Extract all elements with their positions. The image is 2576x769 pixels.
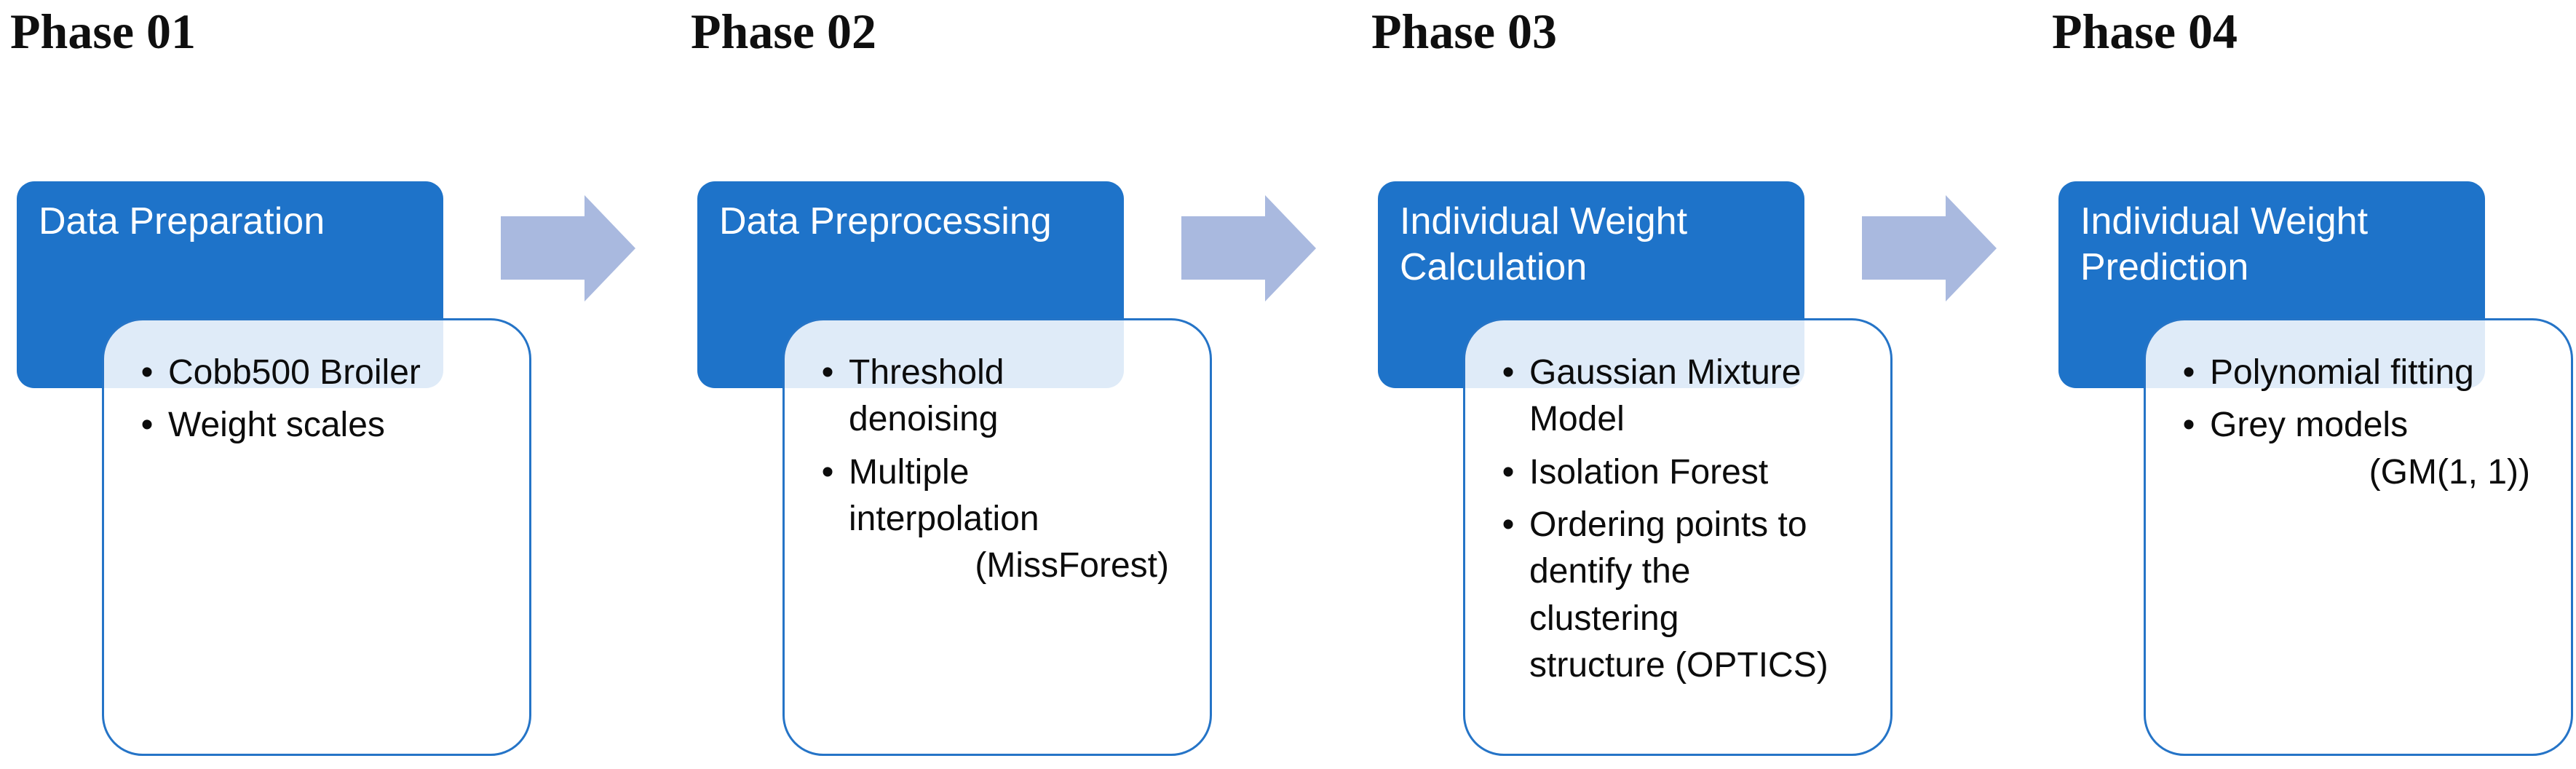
phase-3-label: Phase 03 — [1371, 4, 1557, 59]
phase-4-content-card: • Polynomial fitting • Grey models (GM(1… — [2144, 318, 2573, 756]
phase-2-label: Phase 02 — [691, 4, 876, 59]
list-item: • Polynomial fitting — [2179, 350, 2551, 396]
bullet-icon: • — [1502, 505, 1515, 544]
phase-4-heading: Individual Weight Prediction — [2080, 200, 2369, 289]
phase-3-heading: Individual Weight Calculation — [1400, 200, 1688, 289]
phase-1-bullet-list: • Cobb500 Broiler • Weight scales — [104, 320, 529, 449]
bullet-text: Grey models — [2210, 406, 2409, 445]
bullet-icon: • — [1502, 452, 1515, 492]
phase-2-section: Phase 02 Data Preprocessing • Threshold … — [681, 0, 1361, 769]
phase-4-section: Phase 04 Individual Weight Prediction • … — [2042, 0, 2576, 769]
phase-1-content-card: • Cobb500 Broiler • Weight scales — [102, 318, 531, 756]
bullet-text: Gaussian Mixture Model — [1529, 353, 1802, 439]
phase-2-content-card: • Threshold denoising • Multiple interpo… — [782, 318, 1212, 756]
phase-3-bullet-list: • Gaussian Mixture Model • Isolation For… — [1465, 320, 1890, 689]
bullet-text: Polynomial fitting — [2210, 353, 2474, 392]
phase-2-bullet-list: • Threshold denoising • Multiple interpo… — [785, 320, 1210, 590]
bullet-icon: • — [821, 452, 834, 492]
phase-4-label: Phase 04 — [2052, 4, 2238, 59]
bullet-text: Threshold denoising — [849, 353, 1004, 439]
bullet-text: Weight scales — [168, 406, 385, 445]
bullet-icon: • — [1502, 353, 1515, 392]
bullet-subtext: (GM(1, 1)) — [2369, 452, 2530, 492]
phase-1-section: Phase 01 Data Preparation • Cobb500 Broi… — [0, 0, 681, 769]
phase-1-label: Phase 01 — [10, 4, 196, 59]
right-arrow-icon — [1862, 195, 1997, 301]
bullet-icon: • — [2182, 353, 2195, 392]
bullet-icon: • — [2182, 406, 2195, 445]
phase-2-heading: Data Preprocessing — [719, 200, 1052, 242]
bullet-icon: • — [140, 406, 154, 445]
list-item: • Cobb500 Broiler — [138, 350, 509, 396]
phase-3-title-box: Individual Weight Calculation — [1378, 181, 1804, 388]
list-item: • Grey models (GM(1, 1)) — [2179, 402, 2551, 496]
right-arrow-icon — [1181, 195, 1316, 301]
list-item: • Gaussian Mixture Model — [1499, 350, 1870, 443]
bullet-text: Multiple interpolation — [849, 452, 1039, 538]
list-item: • Isolation Forest — [1499, 449, 1870, 496]
list-item: • Weight scales — [138, 402, 509, 449]
bullet-text: Ordering points to dentify the clusterin… — [1529, 505, 1828, 685]
phase-1-heading: Data Preparation — [39, 200, 325, 242]
bullet-text: Isolation Forest — [1529, 452, 1769, 492]
bullet-icon: • — [140, 353, 154, 392]
phase-3-section: Phase 03 Individual Weight Calculation •… — [1361, 0, 2042, 769]
list-item: • Ordering points to dentify the cluster… — [1499, 502, 1870, 689]
bullet-text: Cobb500 Broiler — [168, 353, 421, 392]
bullet-icon: • — [821, 353, 834, 392]
list-item: • Multiple interpolation (MissForest) — [818, 449, 1189, 590]
right-arrow-icon — [501, 195, 635, 301]
bullet-subtext: (MissForest) — [975, 546, 1169, 585]
list-item: • Threshold denoising — [818, 350, 1189, 443]
phase-3-content-card: • Gaussian Mixture Model • Isolation For… — [1463, 318, 1893, 756]
phase-4-bullet-list: • Polynomial fitting • Grey models (GM(1… — [2146, 320, 2571, 496]
